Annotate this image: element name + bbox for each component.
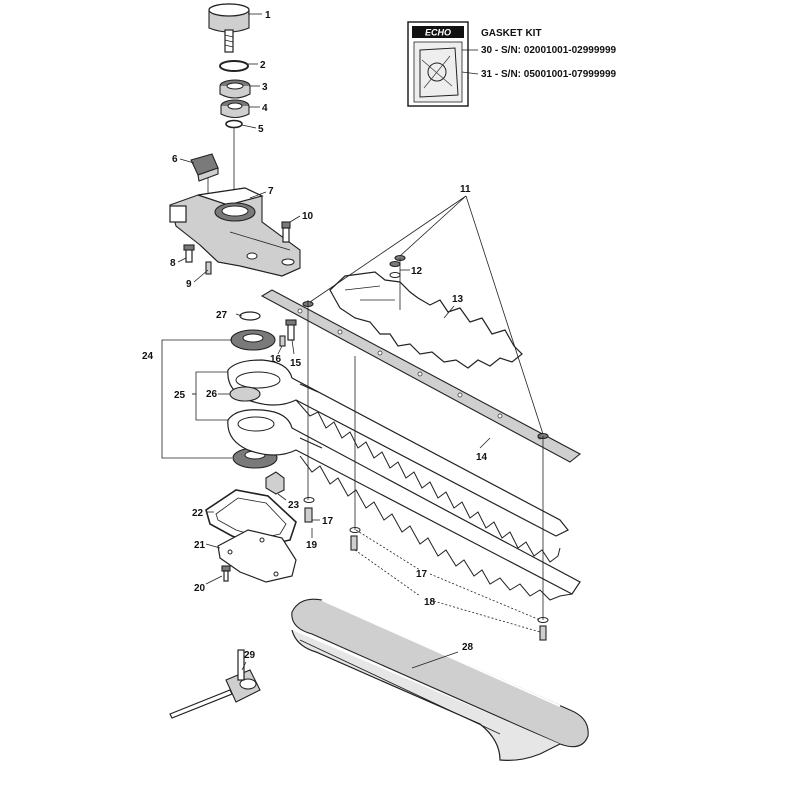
part-16-pin bbox=[279, 335, 286, 347]
part-23-clip bbox=[265, 471, 285, 495]
callout-3: 3 bbox=[262, 82, 268, 93]
callout-16: 16 bbox=[270, 354, 282, 365]
part-14-bar bbox=[260, 289, 581, 463]
part-22-gasket bbox=[205, 489, 297, 547]
part-29-wrench bbox=[169, 649, 261, 719]
callout-17-left: 17 bbox=[322, 516, 334, 527]
part-26-plate bbox=[229, 386, 261, 402]
part-18-bolt-mid bbox=[350, 535, 358, 551]
part-3-bearing bbox=[219, 79, 251, 99]
part-10-bolt bbox=[281, 221, 291, 243]
blade-lower bbox=[227, 409, 581, 601]
callout-18: 18 bbox=[424, 597, 436, 608]
callout-29: 29 bbox=[244, 650, 256, 661]
callouts: 1 2 3 4 5 6 7 8 9 10 11 12 13 14 15 16 1… bbox=[142, 10, 488, 661]
callout-8: 8 bbox=[170, 258, 176, 269]
callout-12: 12 bbox=[411, 266, 423, 277]
callout-4: 4 bbox=[262, 103, 268, 114]
part-19-bolt bbox=[304, 507, 313, 523]
gasket-kit-entry-31: 31 - S/N: 05001001-07999999 bbox=[481, 69, 617, 80]
part-2-circlip bbox=[219, 60, 249, 72]
gasket-kit-panel: ECHO GASKET KIT 30 - S/N: 02001001-02999… bbox=[407, 21, 617, 107]
part-8-bolt bbox=[183, 244, 195, 263]
part-20-screw bbox=[221, 565, 231, 582]
callout-14: 14 bbox=[476, 452, 488, 463]
callout-11: 11 bbox=[460, 184, 471, 195]
callout-22: 22 bbox=[192, 508, 204, 519]
part-17-washer-left bbox=[303, 497, 315, 503]
part-7-gear-case bbox=[169, 187, 301, 277]
callout-19: 19 bbox=[306, 540, 318, 551]
callout-20: 20 bbox=[194, 583, 206, 594]
leader-lines bbox=[161, 13, 544, 671]
callout-21: 21 bbox=[194, 540, 206, 551]
part-13-cover bbox=[329, 271, 523, 369]
callout-1: 1 bbox=[265, 10, 271, 21]
callout-23: 23 bbox=[288, 500, 300, 511]
callout-6: 6 bbox=[172, 154, 178, 165]
callout-15: 15 bbox=[290, 358, 302, 369]
gasket-kit-picture bbox=[413, 41, 463, 103]
callout-27: 27 bbox=[216, 310, 228, 321]
part-6-cap bbox=[190, 153, 219, 182]
callout-24: 24 bbox=[142, 351, 154, 362]
callout-5: 5 bbox=[258, 124, 264, 135]
callout-28: 28 bbox=[462, 642, 474, 653]
callout-25: 25 bbox=[174, 390, 186, 401]
callout-9: 9 bbox=[186, 279, 192, 290]
part-27-washer bbox=[239, 311, 261, 321]
callout-10: 10 bbox=[302, 211, 314, 222]
part-15-pin bbox=[285, 319, 297, 341]
part-5-washer bbox=[225, 119, 243, 129]
callout-7: 7 bbox=[268, 186, 274, 197]
echo-logo: ECHO bbox=[425, 28, 451, 38]
part-28-blade-cover bbox=[291, 598, 589, 761]
part-1-knob bbox=[208, 3, 250, 53]
callout-17-right: 17 bbox=[416, 569, 428, 580]
callout-26: 26 bbox=[206, 389, 218, 400]
part-18-bolt-right bbox=[539, 625, 547, 641]
gasket-kit-title: GASKET KIT bbox=[481, 28, 542, 39]
callout-13: 13 bbox=[452, 294, 464, 305]
part-24-gear-top bbox=[230, 329, 276, 351]
part-12-washer bbox=[389, 260, 401, 278]
part-17-washer-right bbox=[349, 527, 549, 623]
part-21-plate bbox=[217, 529, 297, 583]
callout-2: 2 bbox=[260, 60, 266, 71]
echo-logo-band bbox=[412, 26, 464, 38]
part-9-pin bbox=[205, 261, 212, 275]
part-4-bearing bbox=[220, 99, 250, 119]
gasket-kit-entry-30: 30 - S/N: 02001001-02999999 bbox=[481, 45, 617, 56]
